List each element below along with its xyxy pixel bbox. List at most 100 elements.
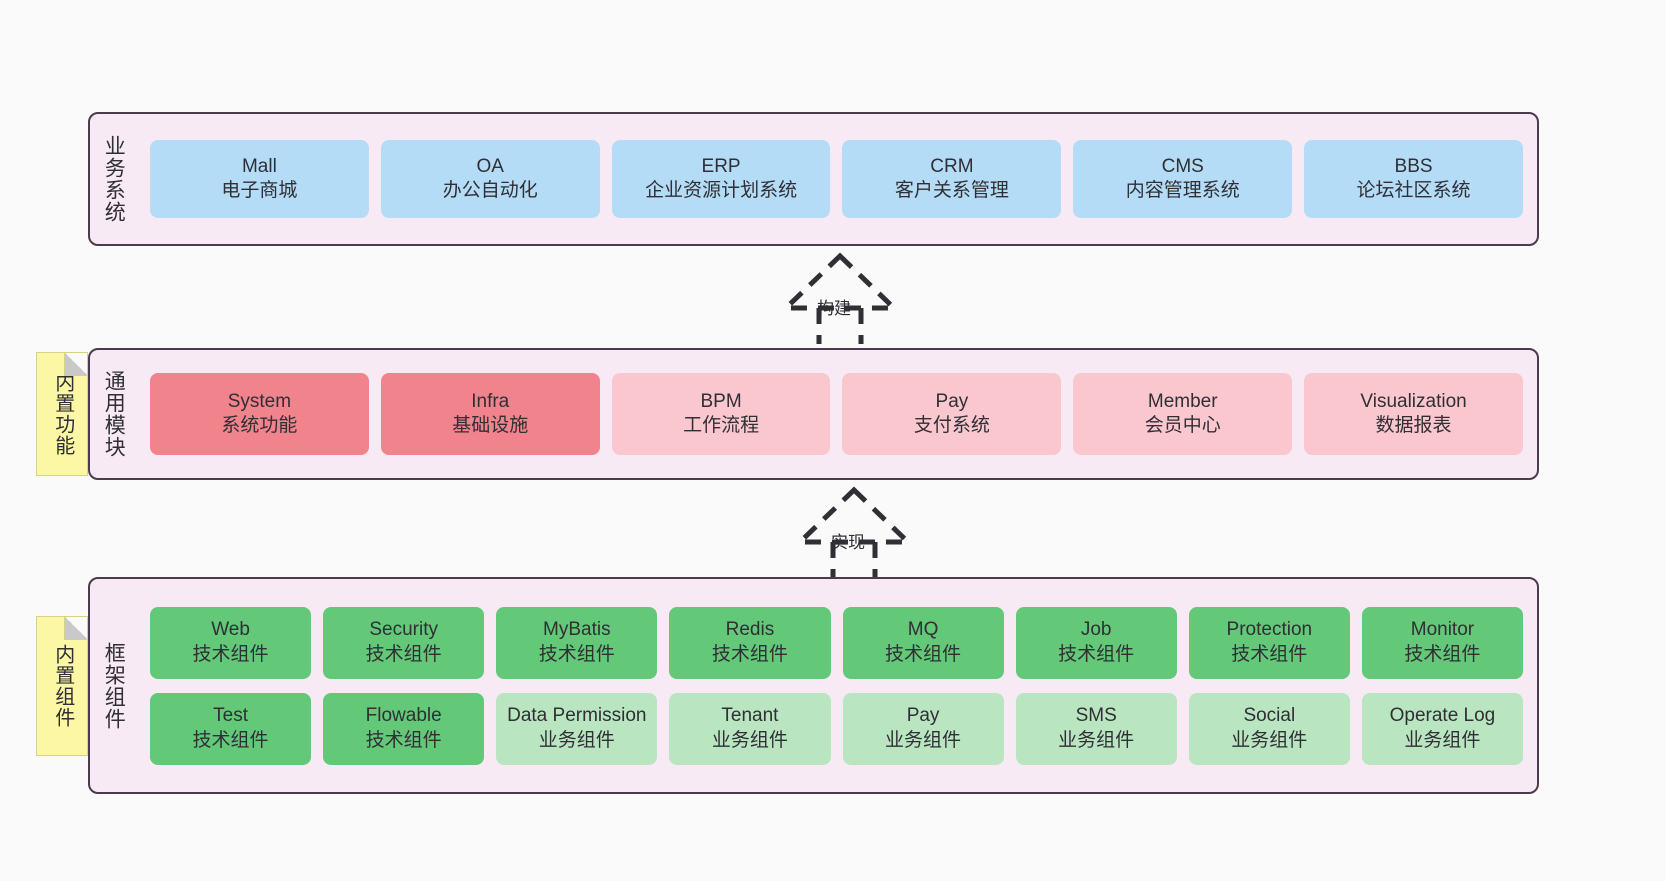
- node-title: Tenant: [721, 705, 779, 727]
- layer-framework-title: 框架组件: [102, 641, 126, 730]
- node-pay-component[interactable]: Pay 业务组件: [842, 692, 1004, 765]
- node-job[interactable]: Job 技术组件: [1015, 606, 1177, 679]
- node-title: Member: [1147, 390, 1218, 412]
- node-subtitle: 企业资源计划系统: [645, 180, 798, 201]
- node-title: ERP: [701, 155, 741, 177]
- node-subtitle: 技术组件: [1231, 643, 1308, 665]
- framework-component-row: Test 技术组件 Flowable 技术组件 Data Permission …: [150, 692, 1523, 765]
- node-web[interactable]: Web 技术组件: [150, 606, 312, 679]
- node-subtitle: 业务组件: [885, 729, 962, 751]
- node-crm[interactable]: CRM 客户关系管理: [842, 140, 1062, 218]
- arrow-head-triangle: [779, 252, 901, 311]
- node-title: CMS: [1161, 155, 1204, 177]
- node-title: Redis: [725, 619, 775, 641]
- node-title: Mall: [241, 155, 277, 177]
- node-title: Social: [1243, 705, 1296, 727]
- node-oa[interactable]: OA 办公自动化: [380, 140, 600, 218]
- node-bpm[interactable]: BPM 工作流程: [611, 373, 831, 455]
- note-label: 内置组件: [51, 644, 74, 728]
- node-title: MQ: [907, 619, 939, 641]
- node-redis[interactable]: Redis 技术组件: [669, 606, 831, 679]
- node-pay[interactable]: Pay 支付系统: [842, 373, 1062, 455]
- node-flowable[interactable]: Flowable 技术组件: [323, 692, 485, 765]
- arrow-shaft: [830, 542, 878, 578]
- arrow-implement: 实现: [769, 486, 939, 578]
- node-subtitle: 电子商城: [221, 180, 298, 201]
- node-title: Web: [211, 619, 250, 641]
- node-title: BBS: [1394, 155, 1433, 177]
- node-test[interactable]: Test 技术组件: [150, 692, 312, 765]
- node-monitor[interactable]: Monitor 技术组件: [1361, 606, 1523, 679]
- note-fold-corner: [64, 617, 87, 640]
- node-security[interactable]: Security 技术组件: [323, 606, 485, 679]
- node-erp[interactable]: ERP 企业资源计划系统: [611, 140, 831, 218]
- note-builtin-features: 内置功能: [36, 352, 88, 476]
- layer-business-system: 业务系统 Mall 电子商城 OA 办公自动化 ERP 企业资源计划系统 CRM…: [88, 112, 1539, 246]
- node-title: Test: [213, 705, 248, 727]
- layer-core-body: System 系统功能 Infra 基础设施 BPM 工作流程 Pay 支付系统…: [136, 350, 1537, 478]
- node-subtitle: 业务组件: [1231, 729, 1308, 751]
- note-label: 内置功能: [51, 372, 74, 456]
- node-subtitle: 技术组件: [885, 643, 962, 665]
- node-subtitle: 数据报表: [1375, 415, 1452, 436]
- node-subtitle: 客户关系管理: [894, 180, 1009, 201]
- layer-common-modules: 通用模块 System 系统功能 Infra 基础设施 BPM 工作流程 Pay…: [88, 348, 1539, 480]
- node-infra[interactable]: Infra 基础设施: [380, 373, 600, 455]
- business-node-row: Mall 电子商城 OA 办公自动化 ERP 企业资源计划系统 CRM 客户关系…: [150, 140, 1523, 218]
- node-social[interactable]: Social 业务组件: [1188, 692, 1350, 765]
- node-subtitle: 内容管理系统: [1125, 180, 1240, 201]
- arrow-head-triangle: [793, 486, 915, 545]
- node-title: Pay: [906, 705, 940, 727]
- node-title: Job: [1080, 619, 1112, 641]
- node-title: System: [227, 390, 292, 412]
- node-title: BPM: [700, 390, 742, 412]
- node-subtitle: 业务组件: [1404, 729, 1481, 751]
- node-sms[interactable]: SMS 业务组件: [1015, 692, 1177, 765]
- node-mybatis[interactable]: MyBatis 技术组件: [496, 606, 658, 679]
- node-subtitle: 技术组件: [365, 643, 442, 665]
- node-mall[interactable]: Mall 电子商城: [150, 140, 369, 218]
- node-operate-log[interactable]: Operate Log 业务组件: [1361, 692, 1523, 765]
- node-title: SMS: [1075, 705, 1117, 727]
- node-title: Protection: [1226, 619, 1313, 641]
- arrow-implement-label: 实现: [831, 533, 865, 552]
- node-subtitle: 业务组件: [538, 729, 615, 751]
- core-node-row: System 系统功能 Infra 基础设施 BPM 工作流程 Pay 支付系统…: [150, 373, 1523, 455]
- node-member[interactable]: Member 会员中心: [1073, 373, 1293, 455]
- node-visualization[interactable]: Visualization 数据报表: [1304, 373, 1523, 455]
- node-title: Monitor: [1410, 619, 1475, 641]
- node-subtitle: 技术组件: [365, 729, 442, 751]
- node-bbs[interactable]: BBS 论坛社区系统: [1304, 140, 1523, 218]
- node-cms[interactable]: CMS 内容管理系统: [1073, 140, 1293, 218]
- node-title: Security: [369, 619, 438, 641]
- node-title: Infra: [471, 390, 510, 412]
- node-subtitle: 技术组件: [538, 643, 615, 665]
- node-subtitle: 技术组件: [1058, 643, 1135, 665]
- node-subtitle: 办公自动化: [442, 180, 538, 201]
- node-data-permission[interactable]: Data Permission 业务组件: [496, 692, 658, 765]
- node-title: Visualization: [1360, 390, 1467, 412]
- node-title: CRM: [930, 155, 974, 177]
- node-title: Data Permission: [507, 705, 647, 727]
- node-subtitle: 技术组件: [192, 729, 269, 751]
- node-tenant[interactable]: Tenant 业务组件: [669, 692, 831, 765]
- node-system[interactable]: System 系统功能: [150, 373, 369, 455]
- node-subtitle: 技术组件: [711, 643, 788, 665]
- node-subtitle: 业务组件: [711, 729, 788, 751]
- node-title: Operate Log: [1389, 705, 1496, 727]
- node-title: OA: [476, 155, 504, 177]
- note-builtin-components: 内置组件: [36, 616, 88, 756]
- node-subtitle: 论坛社区系统: [1356, 180, 1471, 201]
- node-title: MyBatis: [543, 619, 611, 641]
- node-protection[interactable]: Protection 技术组件: [1188, 606, 1350, 679]
- layer-core-title: 通用模块: [102, 370, 126, 458]
- node-subtitle: 基础设施: [452, 415, 529, 436]
- node-mq[interactable]: MQ 技术组件: [842, 606, 1004, 679]
- framework-tech-row: Web 技术组件 Security 技术组件 MyBatis 技术组件 Redi…: [150, 606, 1523, 679]
- layer-framework-components: 框架组件 Web 技术组件 Security 技术组件 MyBatis 技术组件…: [88, 577, 1539, 794]
- node-title: Pay: [935, 390, 969, 412]
- note-fold-corner: [64, 353, 87, 376]
- arrow-build-label: 构建: [817, 299, 851, 318]
- node-subtitle: 会员中心: [1144, 415, 1221, 436]
